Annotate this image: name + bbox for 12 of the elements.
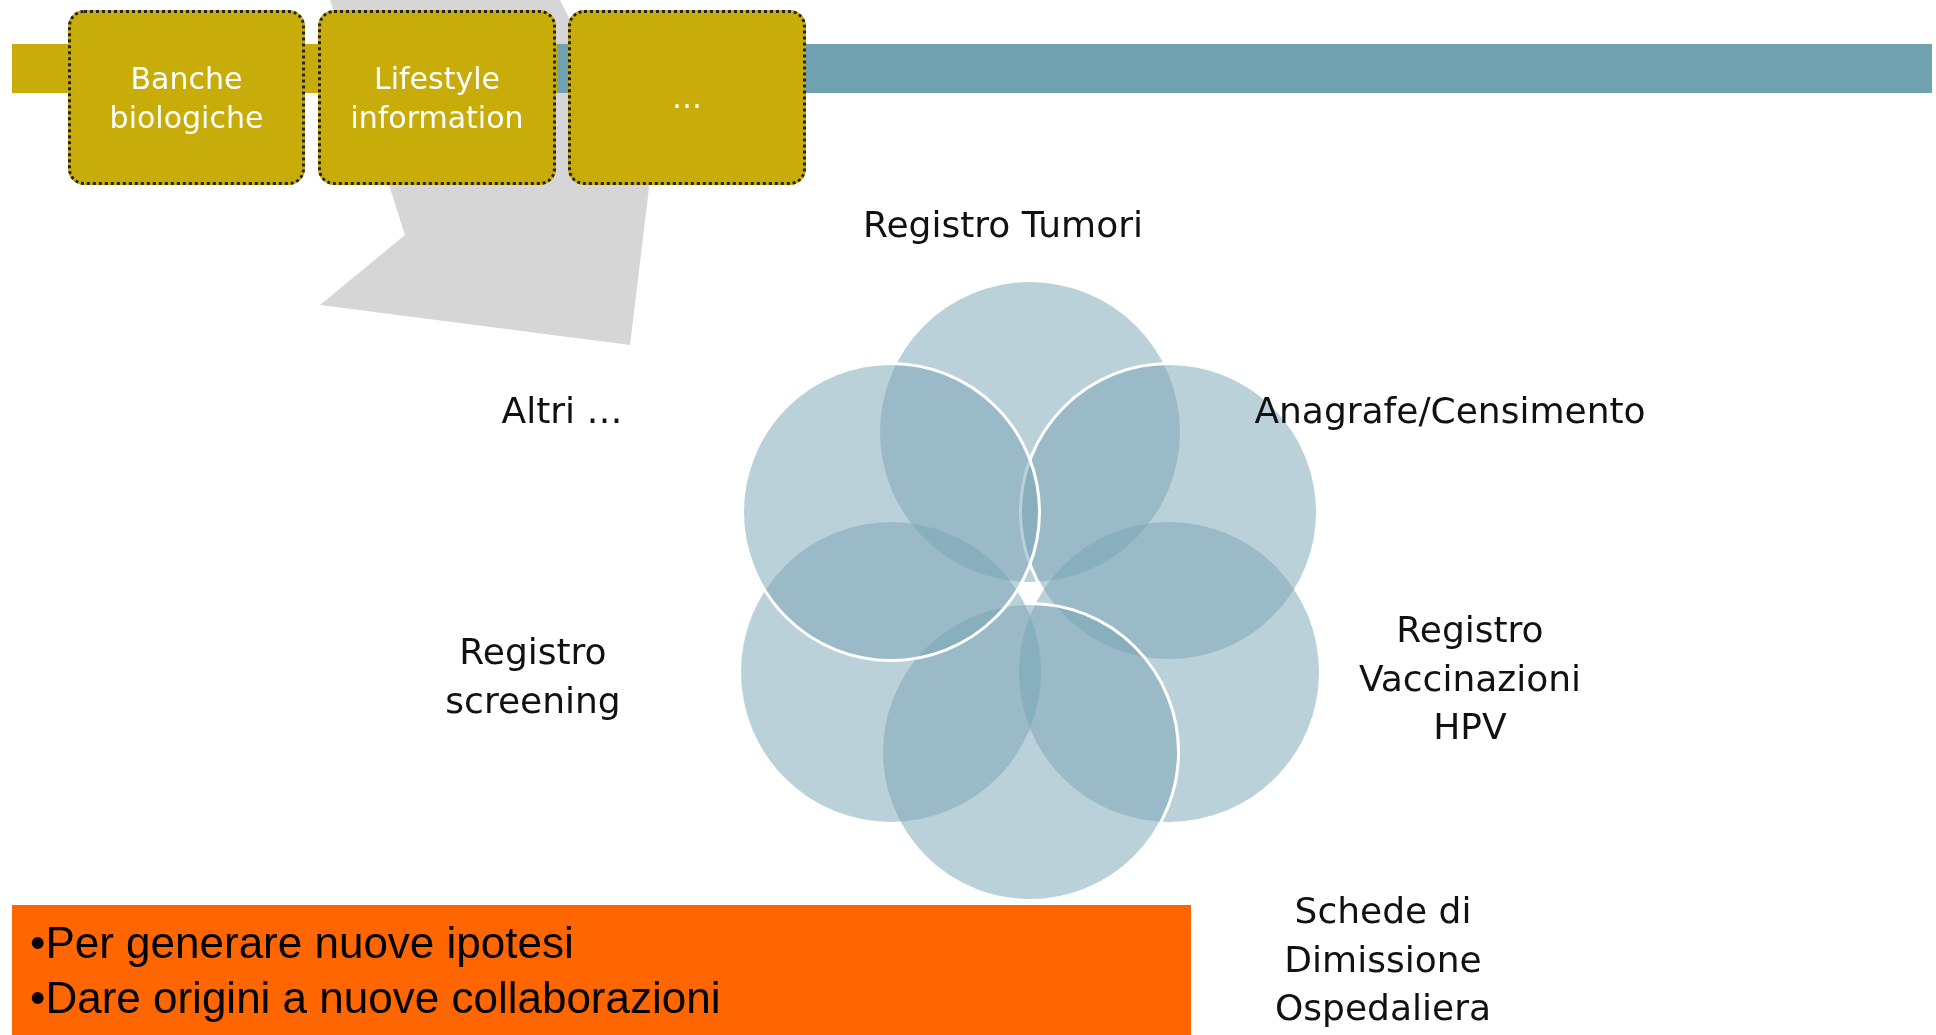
circle-label: Registro screening [444,630,622,723]
bullet-text: •Dare origini a nuove collaborazioni [30,972,722,1024]
bullet-text: •Per generare nuove ipotesi [30,917,575,969]
note-panel [12,905,1191,1035]
source-box: Lifestyle information [318,10,556,185]
circle-label: Registro Tumori [862,202,1144,247]
circle-label: Schede di Dimissione Ospedaliera [1274,889,1492,1031]
source-box: Banche biologiche [68,10,305,185]
source-box: … [568,10,806,185]
circle-label: Altri … [500,388,624,433]
circle-label: Registro Vaccinazioni HPV [1357,608,1583,750]
circle-label: Anagrafe/Censimento [1253,388,1647,433]
